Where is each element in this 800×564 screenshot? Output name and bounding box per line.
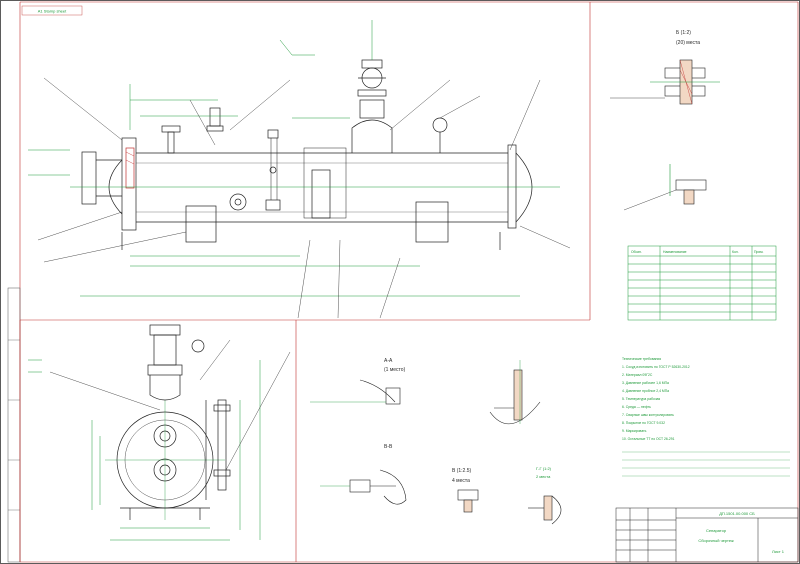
section-a-a-label: А-А xyxy=(384,358,393,364)
section-b-b-label: В-В xyxy=(384,444,393,450)
section-g-g-count: 2 места xyxy=(536,474,551,479)
notes-line-0: 1. Сосуд изготовить по ГОСТ Р 52630-2012 xyxy=(622,365,690,369)
detail-v-label: В (1:2.5) xyxy=(452,468,472,474)
corner-tag: A1 Stamp sheet xyxy=(21,5,83,16)
corner-tag-text: A1 Stamp sheet xyxy=(38,9,67,14)
side-view-dimensions xyxy=(28,359,261,541)
notes-line-8: 9. Маркировать xyxy=(622,429,647,433)
view-separators xyxy=(19,2,591,562)
title-block-drawing-number: ДП.1501.00.000 СБ xyxy=(719,511,755,516)
notes-line-5: 6. Среда — нефть xyxy=(622,405,651,409)
technical-notes: Технические требования 1. Сосуд изготови… xyxy=(622,357,790,477)
notes-line-4: 5. Температура рабочая xyxy=(622,397,660,401)
main-view-leaders xyxy=(37,77,571,319)
table-header-1: Наименование xyxy=(663,250,687,254)
main-vessel-view xyxy=(81,59,533,250)
title-block-name: Сепаратор xyxy=(706,528,727,533)
section-a-a-count: (1 место) xyxy=(384,367,406,373)
detail-v: В (1:2.5) 4 места xyxy=(452,468,479,513)
title-block xyxy=(615,507,799,563)
detail-b-label: Б (1:2) xyxy=(676,30,691,36)
section-right-a xyxy=(489,360,541,425)
detail-c xyxy=(623,164,707,211)
section-g-g-label: Г-Г (1:2) xyxy=(536,466,552,471)
notes-heading: Технические требования xyxy=(622,357,661,361)
title-block-subtitle: Сборочный чертеж xyxy=(698,538,734,543)
main-view-dimensions xyxy=(28,20,560,297)
notes-line-7: 8. Покрытие по ГОСТ 9.032 xyxy=(622,421,665,425)
detail-b: Б (1:2) (20) места xyxy=(610,30,720,105)
spec-table xyxy=(627,245,777,321)
notes-line-3: 4. Давление пробное 2,4 МПа xyxy=(622,389,669,393)
table-header-2: Кол. xyxy=(732,250,739,254)
detail-b-count: (20) места xyxy=(676,40,700,46)
section-a-a: А-А (1 место) xyxy=(310,358,406,405)
notes-line-9: 10. Остальные ТТ по ОСТ 26-291 xyxy=(622,437,675,441)
title-block-sheet: Лист 1 xyxy=(772,549,785,554)
detail-v-count: 4 места xyxy=(452,478,470,484)
notes-line-2: 3. Давление рабочее 1,6 МПа xyxy=(622,381,669,385)
table-header-0: Обозн. xyxy=(631,250,642,254)
side-view-leaders xyxy=(49,339,291,471)
table-header-3: Прим. xyxy=(754,250,764,254)
binding-strip xyxy=(7,287,21,563)
section-g-g: Г-Г (1:2) 2 места xyxy=(528,466,562,525)
section-b-b: В-В xyxy=(320,444,407,505)
side-view xyxy=(105,324,231,520)
notes-line-6: 7. Сварные швы контролировать xyxy=(622,413,674,417)
notes-line-1: 2. Материал 09Г2С xyxy=(622,373,653,377)
